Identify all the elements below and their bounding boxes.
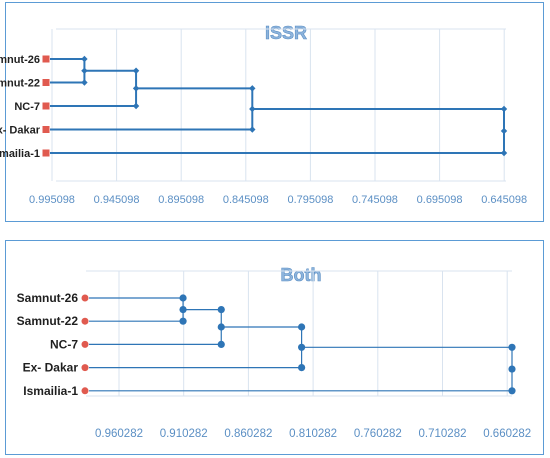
leaf-label: Ex- Dakar: [0, 125, 41, 137]
node-marker: [217, 340, 225, 348]
chart-title: ISSR: [265, 23, 307, 43]
leaf-label: Ismailia-1: [0, 148, 40, 160]
leaf-marker: [42, 149, 50, 157]
node-marker: [81, 79, 88, 86]
node-marker: [500, 149, 508, 157]
leaf-marker: [81, 340, 89, 348]
leaf-label: Ismailia-1: [23, 384, 78, 398]
node-marker: [298, 364, 306, 372]
node-marker: [249, 126, 256, 133]
issr-dendrogram-panel: ISSR 0.995098 0.945098 0.895098 0.845098 0.79…: [0, 2, 544, 222]
leaf-marker: [42, 102, 50, 110]
both-dendrogram-panel: Both 0.960282 0.910282 0.860282 0.810282 0.76…: [5, 240, 544, 455]
leaf-marker: [42, 126, 50, 133]
leaf-label: NC-7: [14, 101, 40, 113]
leaf-marker: [81, 294, 89, 302]
leaf-marker: [81, 317, 89, 325]
leaf-label: Samnut-22: [17, 314, 79, 328]
x-tick-label: 0.795098: [287, 194, 333, 206]
leaf-marker: [81, 364, 89, 372]
node-marker: [179, 317, 187, 325]
x-tick-label: 0.945098: [94, 194, 140, 206]
both-dendrogram: Both 0.960282 0.910282 0.860282 0.810282 0.76…: [17, 265, 532, 440]
x-tick-label: 0.710282: [419, 428, 467, 440]
node-marker: [132, 102, 140, 110]
leaf-marker: [81, 387, 89, 395]
x-tick-label: 0.895098: [158, 194, 204, 206]
leaf-marker: [42, 79, 50, 86]
leaf-marker: [42, 55, 50, 63]
x-tick-label: 0.760282: [354, 428, 402, 440]
x-tick-label: 0.910282: [160, 428, 208, 440]
node-marker: [179, 306, 187, 314]
node-marker: [298, 323, 306, 331]
leaf-label: Samnut-22: [0, 78, 40, 90]
leaf-label: NC-7: [50, 337, 78, 351]
x-tick-label: 0.860282: [224, 428, 272, 440]
node-marker: [500, 105, 508, 113]
node-marker: [508, 343, 516, 351]
node-marker: [500, 127, 508, 135]
node-marker: [508, 387, 516, 395]
x-tick-label: 0.695098: [417, 194, 463, 206]
x-tick-label: 0.645098: [481, 194, 527, 206]
x-tick-label: 0.745098: [352, 194, 398, 206]
node-marker: [81, 55, 88, 63]
x-tick-label: 0.995098: [29, 194, 75, 206]
node-marker: [249, 85, 256, 92]
issr-dendrogram: ISSR 0.995098 0.945098 0.895098 0.845098 0.79…: [0, 23, 527, 206]
node-marker: [508, 365, 516, 373]
chart-title: Both: [281, 265, 322, 285]
node-marker: [217, 323, 225, 331]
x-tick-label: 0.660282: [483, 428, 531, 440]
node-marker: [179, 294, 187, 302]
leaf-label: Samnut-26: [17, 291, 79, 305]
x-tick-label: 0.960282: [95, 428, 143, 440]
leaf-label: Ex- Dakar: [23, 361, 79, 375]
leaf-label: Samnut-26: [0, 54, 40, 66]
x-tick-label: 0.810282: [289, 428, 337, 440]
x-tick-label: 0.845098: [223, 194, 269, 206]
node-marker: [132, 67, 140, 74]
node-marker: [217, 306, 225, 314]
